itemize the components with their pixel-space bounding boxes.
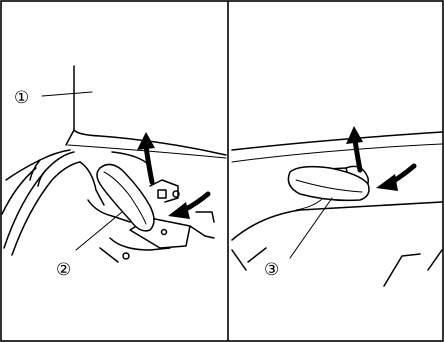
foot-3 [384,254,420,286]
body-panel-corner [66,130,74,145]
handle-right [288,167,369,201]
callout-3: ③ [264,260,279,280]
callout-2-label: ② [56,260,71,280]
callout-1-label: ① [14,88,29,108]
leader-1 [42,92,92,96]
hose-top [6,150,70,180]
bracket-tail [190,226,214,238]
foot-1 [232,250,246,270]
hose-inner [12,162,80,255]
callout-3-label: ③ [264,260,279,280]
callout-2: ② [56,260,71,280]
curved-arrow-up-icon-right [346,126,363,170]
callout-1: ① [14,88,29,108]
left-panel [2,66,226,262]
bracket-arm [100,248,118,262]
inner-edge [112,152,150,166]
body-top-edge [232,132,442,150]
foot-4 [428,250,442,270]
frame-side [196,212,214,222]
curved-arrow-down-icon-right [376,166,414,191]
curved-arrow-down-icon [168,194,208,219]
leader-2 [76,212,122,250]
bolt-2 [162,230,167,235]
bolt [123,253,129,259]
bracket-edge [110,238,170,250]
leader-3 [290,198,332,258]
latch-button [158,190,166,198]
hose-outer [4,152,74,248]
body-lower-edge [232,202,442,240]
